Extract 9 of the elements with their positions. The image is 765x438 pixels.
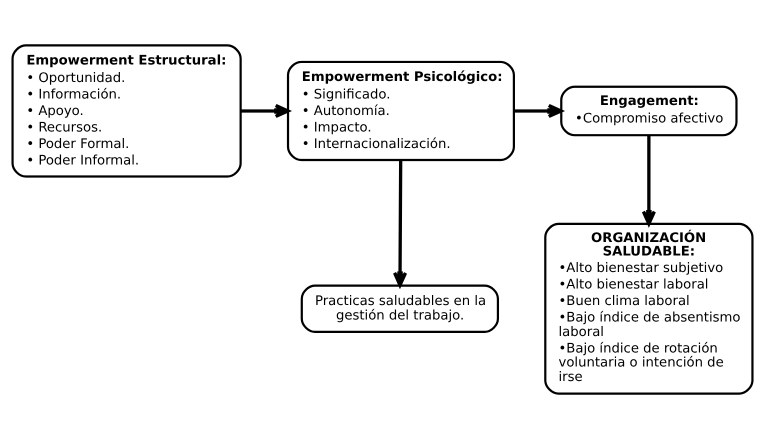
node-box: Empowerment Psicológico: • Significado. • Autonomía. • Impacto. • Internacionalización. (286, 60, 515, 161)
arrow (240, 103, 290, 118)
node-box: ORGANIZACIÓN SALUDABLE: •Alto bienestar subjetivo •Alto bienestar laboral •Buen clima laboral •Bajo índice de absentismo laboral •Bajo índice de rotación voluntaria o intención de irse (544, 222, 754, 394)
node-box: Practicas saludables en la gestión del trabajo. (300, 284, 500, 332)
node-box: Engagement: •Compromiso afectivo (560, 85, 738, 136)
arrow (514, 103, 563, 118)
arrow (392, 160, 408, 286)
arrow (642, 134, 656, 225)
node-box: Empowerment Estructural: • Oportunidad. • Información. • Apoyo. • Recursos. • Poder Formal. • Poder Informal. (11, 44, 242, 178)
